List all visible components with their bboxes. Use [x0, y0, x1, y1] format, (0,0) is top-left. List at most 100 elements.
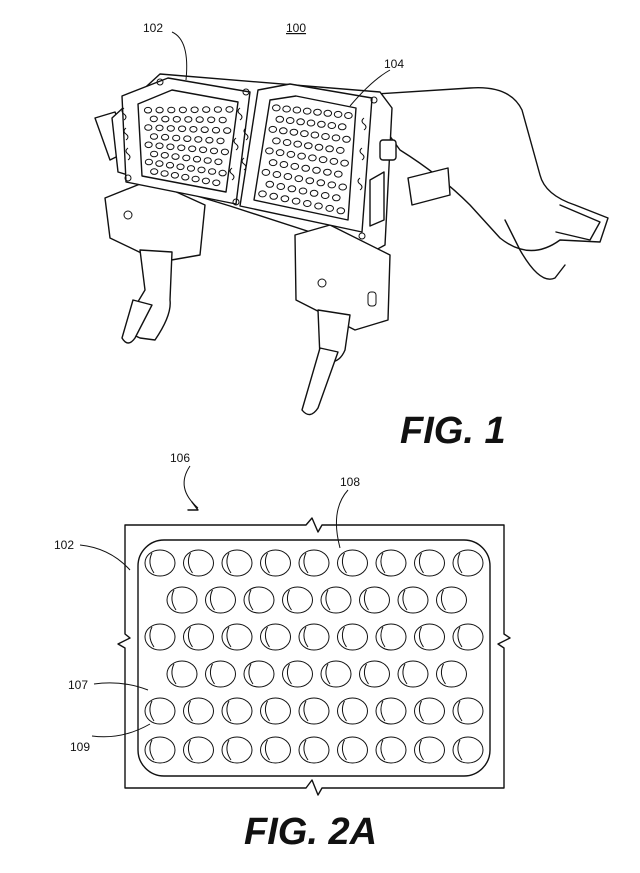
panel-hole — [161, 115, 170, 123]
fig1-caption: FIG. 1 — [400, 410, 506, 452]
panel-hole — [155, 160, 164, 167]
panel-hole — [183, 549, 214, 577]
panel-hole — [199, 146, 208, 154]
panel-hole — [268, 125, 278, 133]
panel-hole — [323, 168, 332, 176]
panel-hole — [359, 586, 390, 614]
hole-inner-edge — [341, 552, 347, 574]
panel-hole — [265, 180, 275, 188]
panel-hole — [171, 153, 180, 160]
panel-hole — [298, 187, 308, 195]
panel-hole — [290, 162, 300, 170]
panel-hole — [452, 623, 484, 651]
panel-hole — [329, 157, 339, 165]
panel-hole — [332, 194, 341, 202]
panel-hole — [183, 697, 214, 725]
panel-hole — [325, 204, 335, 212]
panel-hole — [306, 119, 316, 127]
panel-hole — [333, 110, 343, 118]
panel-hole — [200, 126, 209, 133]
hole-inner-edge — [209, 663, 215, 685]
panel-hole — [190, 106, 199, 114]
right-panel-holes — [258, 104, 353, 215]
panel-hole — [172, 134, 181, 142]
panel-hole — [292, 106, 302, 114]
panel-hole — [275, 115, 285, 123]
fig2a-inner-panel — [137, 539, 491, 777]
fig2a-caption: FIG. 2A — [244, 811, 377, 853]
panel-hole — [293, 140, 303, 148]
panel-hole — [197, 166, 206, 174]
panel-hole — [177, 144, 186, 152]
hole-inner-edge — [418, 626, 424, 648]
hole-inner-edge — [418, 700, 424, 722]
left-panel-ribs — [121, 107, 243, 181]
panel-hole — [176, 163, 185, 171]
right-filter-panel — [239, 83, 373, 233]
panel-hole — [161, 133, 170, 141]
panel-hole — [225, 106, 234, 113]
panel-hole — [183, 135, 192, 142]
panel-hole — [414, 549, 445, 577]
hole-inner-edge — [440, 589, 446, 611]
hole-inner-edge — [325, 663, 331, 685]
right-stalk-rod — [301, 347, 339, 416]
panel-hole — [150, 150, 159, 158]
frame-screw — [232, 198, 240, 206]
panel-hole — [260, 549, 291, 577]
frame-screw — [242, 88, 250, 96]
panel-hole — [340, 159, 349, 167]
panel-hole — [298, 736, 330, 764]
panel-hole — [282, 105, 291, 113]
panel-hole — [213, 106, 222, 113]
right-temple-strap — [359, 86, 609, 252]
panel-hole — [283, 173, 293, 180]
panel-hole — [260, 623, 291, 651]
label-107: 107 — [68, 678, 88, 692]
panel-hole — [155, 142, 164, 150]
panel-hole — [205, 660, 236, 688]
hole-inner-edge — [457, 552, 463, 574]
panel-hole — [192, 155, 202, 163]
panel-hole — [144, 736, 176, 764]
panel-hole — [336, 207, 346, 215]
label-102-fig2a: 102 — [54, 538, 74, 552]
hole-inner-edge — [457, 626, 463, 648]
panel-hole — [150, 168, 159, 175]
panel-hole — [303, 200, 312, 207]
panel-hole — [166, 660, 198, 688]
panel-hole — [298, 549, 330, 577]
panel-hole — [304, 142, 313, 150]
panel-hole — [182, 154, 191, 162]
panel-hole — [280, 195, 290, 203]
panel-hole — [144, 141, 153, 149]
panel-hole — [216, 137, 225, 145]
panel-hole — [149, 133, 159, 140]
panel-hole — [308, 154, 317, 162]
panel-hole — [317, 120, 326, 128]
hole-inner-edge — [226, 700, 232, 722]
leader-106-arrowhead — [187, 501, 199, 511]
panel-hole — [189, 126, 198, 133]
hole-inner-edge — [303, 626, 309, 648]
panel-hole — [166, 586, 198, 614]
panel-hole — [218, 116, 227, 124]
hole-inner-edge — [149, 700, 155, 722]
panel-hole — [316, 179, 326, 187]
panel-hole — [223, 127, 232, 134]
leader-104 — [349, 69, 391, 107]
panel-hole — [194, 136, 203, 143]
hole-inner-edge — [380, 626, 386, 648]
hole-inner-edge — [380, 739, 386, 761]
panel-hole — [243, 660, 275, 688]
label-106: 106 — [170, 451, 190, 465]
panel-hole — [334, 170, 343, 178]
leader-102-fig1 — [171, 31, 188, 81]
left-panel-holes — [143, 106, 234, 187]
panel-hole — [214, 158, 223, 166]
panel-hole — [272, 137, 281, 145]
hole-inner-edge — [325, 589, 331, 611]
panel-hole — [337, 549, 368, 577]
label-109: 109 — [70, 740, 90, 754]
panel-hole — [375, 549, 407, 577]
